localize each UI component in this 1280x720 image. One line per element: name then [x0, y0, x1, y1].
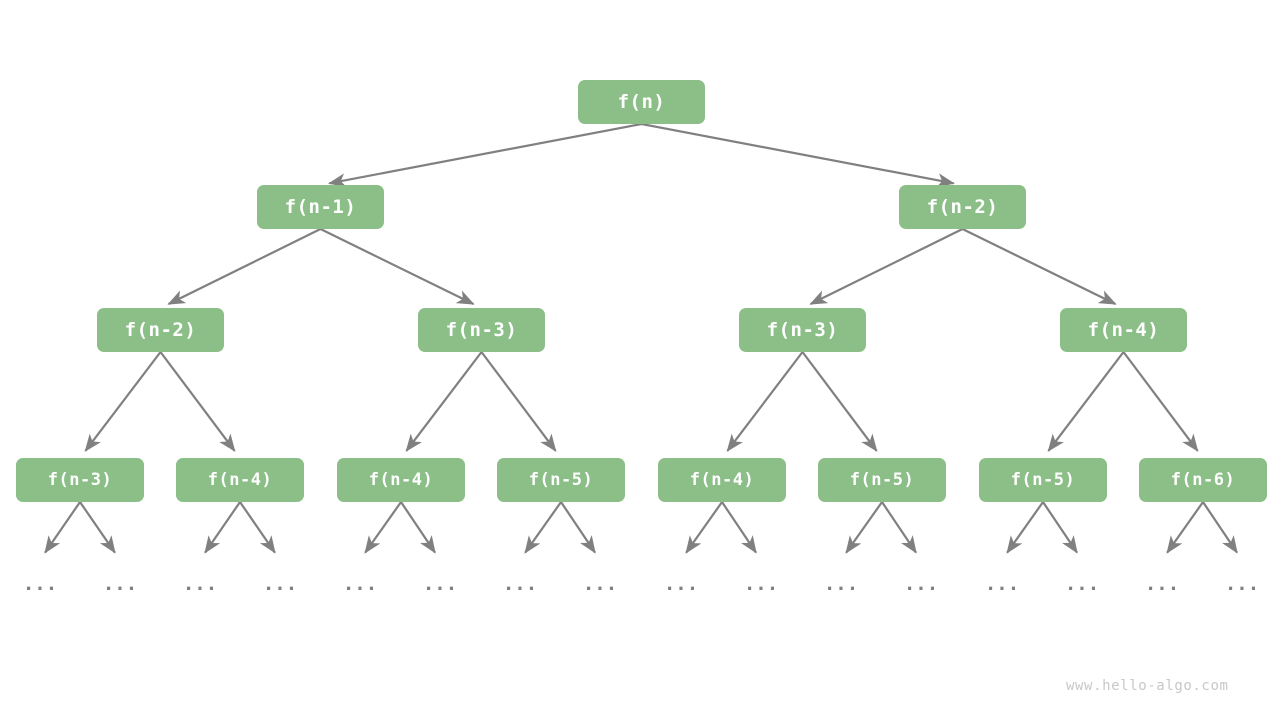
tree-node-1-0[interactable]: f(n-1) [257, 185, 384, 229]
tree-node-3-7[interactable]: f(n-6) [1139, 458, 1267, 502]
tree-edge [524, 501, 562, 554]
ellipsis-3: ... [262, 573, 298, 595]
tree-edge [480, 351, 557, 452]
tree-node-3-5[interactable]: f(n-5) [818, 458, 946, 502]
ellipsis-8: ... [663, 573, 699, 595]
tree-node-3-4[interactable]: f(n-4) [658, 458, 786, 502]
tree-edge [204, 501, 241, 554]
tree-node-3-6[interactable]: f(n-5) [979, 458, 1107, 502]
tree-node-0-0[interactable]: f(n) [578, 80, 705, 124]
tree-edge [1047, 351, 1125, 452]
tree-edge [1202, 501, 1238, 554]
tree-edge [641, 122, 955, 188]
tree-edge [405, 351, 483, 452]
tree-edge [726, 351, 804, 452]
ellipsis-0: ... [22, 573, 58, 595]
tree-edge [801, 351, 878, 452]
ellipsis-14: ... [1144, 573, 1180, 595]
tree-edge [167, 228, 321, 306]
ellipsis-11: ... [903, 573, 939, 595]
ellipsis-10: ... [823, 573, 859, 595]
tree-edge [364, 501, 402, 554]
tree-edge [1042, 501, 1078, 554]
tree-edge [721, 501, 757, 554]
ellipsis-5: ... [422, 573, 458, 595]
tree-node-1-1[interactable]: f(n-2) [899, 185, 1026, 229]
tree-node-2-2[interactable]: f(n-3) [739, 308, 866, 352]
tree-edge [84, 351, 162, 452]
tree-node-3-3[interactable]: f(n-5) [497, 458, 625, 502]
tree-edge [328, 122, 642, 188]
tree-node-2-3[interactable]: f(n-4) [1060, 308, 1187, 352]
tree-node-3-1[interactable]: f(n-4) [176, 458, 304, 502]
tree-edge [1122, 351, 1199, 452]
tree-edge [159, 351, 236, 452]
ellipsis-12: ... [984, 573, 1020, 595]
tree-edge [1006, 501, 1044, 554]
tree-edge [239, 501, 276, 554]
tree-node-2-1[interactable]: f(n-3) [418, 308, 545, 352]
tree-edge [44, 501, 81, 554]
watermark-label: www.hello-algo.com [1066, 678, 1229, 694]
tree-node-3-2[interactable]: f(n-4) [337, 458, 465, 502]
ellipsis-2: ... [182, 573, 218, 595]
ellipsis-9: ... [743, 573, 779, 595]
ellipsis-4: ... [342, 573, 378, 595]
tree-edge [809, 228, 963, 306]
tree-edge [320, 228, 475, 306]
tree-edge [881, 501, 917, 554]
ellipsis-13: ... [1064, 573, 1100, 595]
ellipsis-1: ... [102, 573, 138, 595]
tree-edge [79, 501, 116, 554]
ellipsis-6: ... [502, 573, 538, 595]
tree-edge [1166, 501, 1204, 554]
tree-edge [560, 501, 596, 554]
tree-edge [400, 501, 436, 554]
tree-edge [962, 228, 1117, 306]
tree-edge [685, 501, 723, 554]
ellipsis-15: ... [1224, 573, 1260, 595]
tree-node-3-0[interactable]: f(n-3) [16, 458, 144, 502]
tree-node-2-0[interactable]: f(n-2) [97, 308, 224, 352]
tree-edge [845, 501, 883, 554]
ellipsis-7: ... [582, 573, 618, 595]
